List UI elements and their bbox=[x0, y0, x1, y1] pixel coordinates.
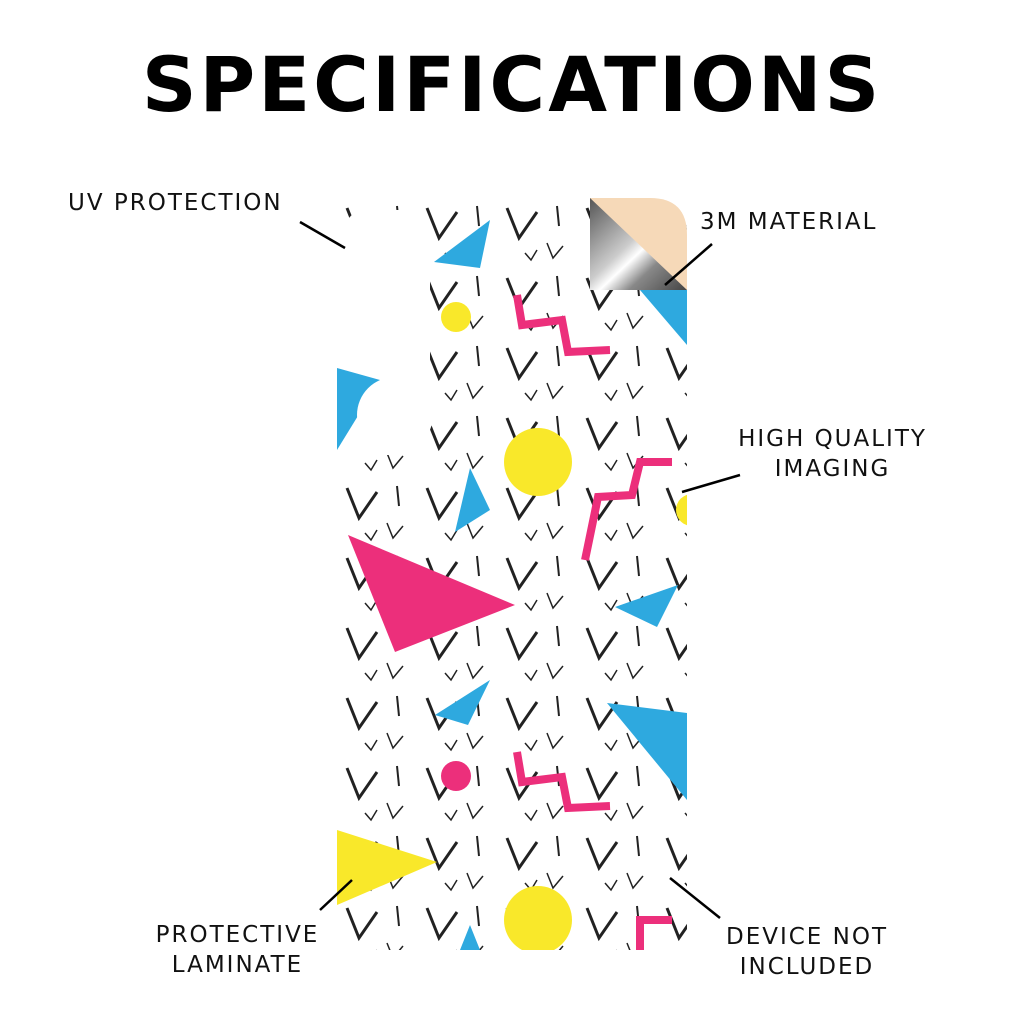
label-line: PROTECTIVE bbox=[155, 922, 320, 948]
label-3m-material: 3M MATERIAL bbox=[700, 209, 878, 235]
label-line: IMAGING bbox=[774, 456, 891, 482]
label-line: HIGH QUALITY bbox=[738, 426, 927, 452]
skin-pattern bbox=[337, 198, 687, 950]
label-line: DEVICE NOT bbox=[725, 924, 889, 950]
page-title: SPECIFICATIONS bbox=[141, 40, 883, 129]
label-high-quality-imaging: HIGH QUALITY IMAGING bbox=[725, 424, 940, 484]
label-protective-laminate: PROTECTIVE LAMINATE bbox=[145, 920, 330, 980]
label-uv-protection: UV PROTECTION bbox=[68, 190, 283, 216]
label-line: LAMINATE bbox=[171, 952, 304, 978]
label-device-not-included: DEVICE NOT INCLUDED bbox=[712, 922, 902, 982]
label-line: INCLUDED bbox=[739, 954, 875, 980]
leader-lines bbox=[299, 220, 741, 919]
peeled-corner bbox=[590, 198, 687, 290]
